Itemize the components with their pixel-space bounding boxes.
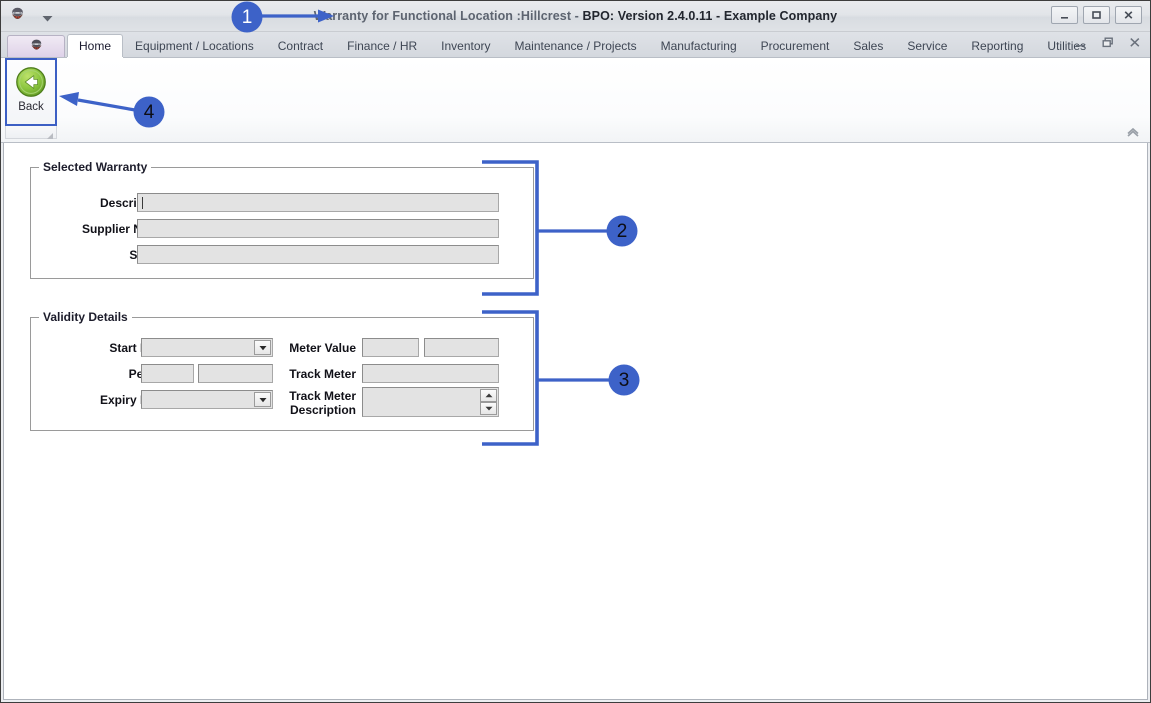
tab-sales[interactable]: Sales — [841, 34, 895, 57]
tab-home[interactable]: Home — [67, 34, 124, 57]
resize-grip-icon[interactable] — [47, 129, 54, 139]
status-input[interactable] — [137, 245, 499, 264]
tab-inventory[interactable]: Inventory — [429, 34, 502, 57]
tab-sales-label: Sales — [853, 39, 884, 53]
mdi-restore-button[interactable] — [1101, 36, 1114, 49]
minimize-button[interactable] — [1051, 6, 1078, 24]
tab-maintenance-projects[interactable]: Maintenance / Projects — [503, 34, 649, 57]
validity-details-group: Validity Details Start Date Period Expir… — [30, 310, 534, 431]
window-title-prefix: Warranty for Functional Location :Hillcr… — [313, 9, 583, 23]
selected-warranty-group-title: Selected Warranty — [39, 160, 152, 174]
window-title: Warranty for Functional Location :Hillcr… — [1, 9, 1150, 23]
spinner-up-icon[interactable] — [480, 389, 497, 402]
tab-finance-hr-label: Finance / HR — [347, 39, 418, 53]
track-meter-description-spinner[interactable] — [480, 389, 497, 415]
tab-utilities[interactable]: Utilities — [1035, 34, 1098, 57]
tab-equipment-locations[interactable]: Equipment / Locations — [123, 34, 266, 57]
window-controls-outer — [1051, 6, 1142, 24]
tab-service[interactable]: Service — [895, 34, 959, 57]
app-logo-icon — [8, 6, 27, 25]
tab-procurement-label: Procurement — [760, 39, 830, 53]
track-meter-input[interactable] — [362, 364, 499, 383]
spinner-down-icon[interactable] — [480, 402, 497, 415]
mdi-minimize-button[interactable] — [1074, 36, 1087, 49]
app-menu-icon — [28, 38, 45, 55]
tab-manufacturing-label: Manufacturing — [660, 39, 737, 53]
tab-reporting-label: Reporting — [971, 39, 1024, 53]
tab-procurement[interactable]: Procurement — [749, 34, 842, 57]
ribbon-panel: Back — [1, 58, 1150, 143]
period-unit-input[interactable] — [198, 364, 273, 383]
ribbon-tab-strip: Home Equipment / Locations Contract Fina… — [1, 32, 1150, 58]
chevron-down-icon[interactable] — [41, 12, 54, 22]
mdi-close-button[interactable] — [1128, 36, 1141, 49]
tab-service-label: Service — [907, 39, 948, 53]
meter-value-unit-input[interactable] — [424, 338, 499, 357]
tab-equipment-locations-label: Equipment / Locations — [135, 39, 254, 53]
tab-finance-hr[interactable]: Finance / HR — [335, 34, 429, 57]
validity-details-group-title: Validity Details — [39, 310, 132, 324]
selected-warranty-group: Selected Warranty Description Supplier N… — [30, 160, 534, 279]
window-title-strong: BPO: Version 2.4.0.11 - Example Company — [582, 9, 838, 23]
window-controls-inner — [1074, 36, 1141, 49]
ribbon-group-navigation: Back — [5, 58, 57, 139]
track-meter-label: Track Meter — [289, 367, 356, 381]
expiry-date-chevron-down-icon[interactable] — [254, 392, 271, 407]
form-client-area: Selected Warranty Description Supplier N… — [3, 143, 1148, 700]
track-meter-description-label: Track Meter Description — [289, 389, 356, 417]
maximize-button[interactable] — [1083, 6, 1110, 24]
description-input[interactable] — [137, 193, 499, 212]
start-date-chevron-down-icon[interactable] — [254, 340, 271, 355]
back-button-label: Back — [18, 101, 44, 113]
tab-reporting[interactable]: Reporting — [959, 34, 1035, 57]
tab-contract[interactable]: Contract — [266, 34, 335, 57]
tab-home-label: Home — [79, 39, 112, 53]
tab-manufacturing[interactable]: Manufacturing — [649, 34, 749, 57]
meter-value-input[interactable] — [362, 338, 419, 357]
expiry-date-combo[interactable] — [141, 390, 273, 409]
start-date-combo[interactable] — [141, 338, 273, 357]
back-button[interactable]: Back — [5, 58, 57, 126]
ribbon-group-footer — [5, 126, 57, 139]
app-menu-button[interactable] — [7, 35, 65, 57]
title-bar: Warranty for Functional Location :Hillcr… — [1, 1, 1150, 32]
period-input[interactable] — [141, 364, 194, 383]
meter-value-label: Meter Value — [289, 341, 356, 355]
tab-inventory-label: Inventory — [441, 39, 491, 53]
supplier-name-input[interactable] — [137, 219, 499, 238]
back-arrow-icon — [15, 66, 47, 98]
tab-utilities-label: Utilities — [1047, 39, 1087, 53]
track-meter-description-input[interactable] — [362, 387, 499, 417]
close-button[interactable] — [1115, 6, 1142, 24]
tab-contract-label: Contract — [277, 39, 324, 53]
chevron-up-icon[interactable] — [1125, 125, 1141, 139]
tab-maintenance-projects-label: Maintenance / Projects — [514, 39, 637, 53]
